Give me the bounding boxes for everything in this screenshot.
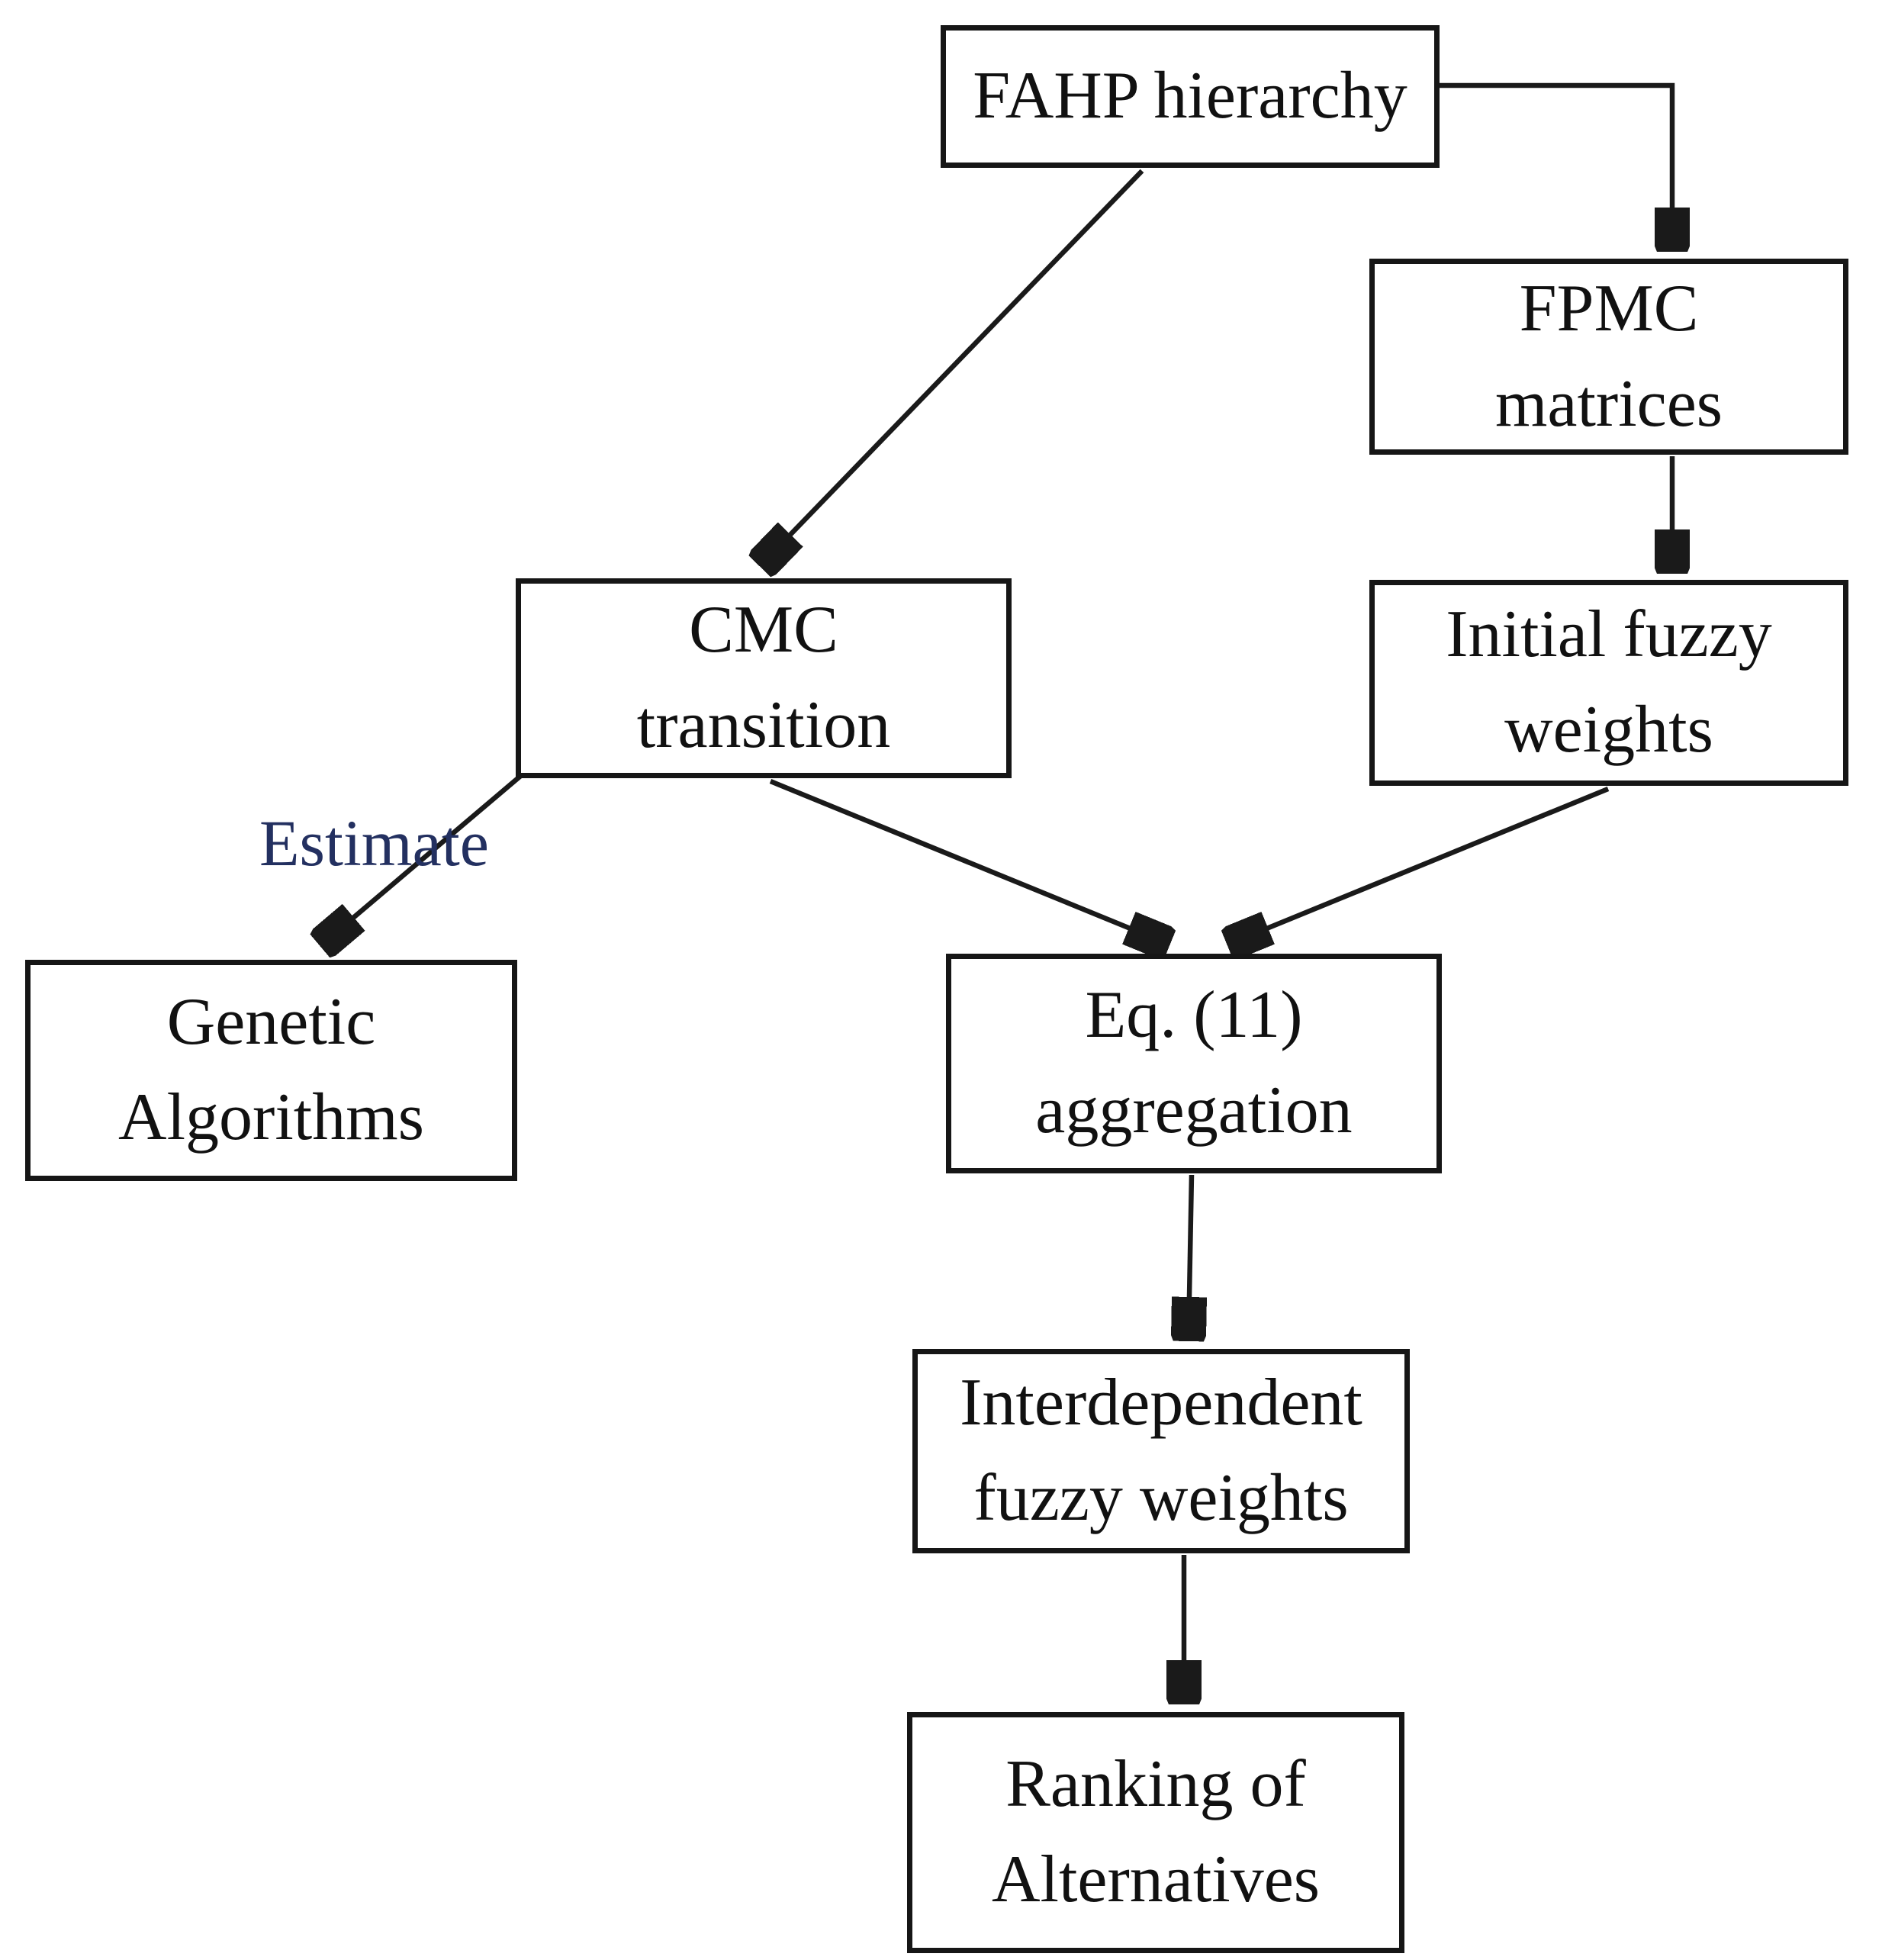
node-label: Interdependent: [960, 1366, 1362, 1440]
arrow-fahp-to-cmc: [763, 169, 1144, 563]
arrow-cmc-to-eq11: [769, 778, 1166, 943]
node-interdependent-fuzzy-weights: Interdependent fuzzy weights: [912, 1349, 1410, 1553]
arrow-cmc-to-genetic-algorithms: [323, 771, 526, 943]
node-label: fuzzy weights: [973, 1461, 1349, 1535]
arrow-fahp-to-fpmc: [1440, 82, 1672, 247]
node-label: Initial fuzzy: [1446, 597, 1772, 672]
node-label: Algorithms: [118, 1080, 424, 1154]
node-label: FAHP hierarchy: [973, 59, 1407, 134]
node-fpmc-matrices: FPMC matrices: [1369, 259, 1848, 455]
node-cmc-transition: CMC transition: [516, 578, 1012, 778]
node-label: weights: [1504, 693, 1713, 767]
arrow-initial-fuzzy-weights-to-eq11: [1231, 786, 1610, 943]
node-label: matrices: [1494, 366, 1723, 441]
node-genetic-algorithms: Genetic Algorithms: [25, 960, 517, 1181]
node-label: Alternatives: [991, 1843, 1321, 1917]
node-initial-fuzzy-weights: Initial fuzzy weights: [1369, 580, 1848, 786]
arrow-eq11-to-interdependent: [1189, 1174, 1192, 1337]
node-label: aggregation: [1035, 1073, 1353, 1147]
node-label: Genetic: [166, 985, 376, 1060]
node-label: CMC: [689, 593, 838, 668]
node-label: transition: [636, 688, 891, 762]
edge-label-estimate: Estimate: [259, 806, 489, 880]
node-label: FPMC: [1519, 271, 1699, 346]
node-label: Ranking of: [1005, 1747, 1306, 1822]
node-fahp-hierarchy: FAHP hierarchy: [941, 25, 1440, 168]
node-label: Eq. (11): [1085, 978, 1303, 1053]
node-ranking-of-alternatives: Ranking of Alternatives: [907, 1712, 1404, 1953]
node-eq11-aggregation: Eq. (11) aggregation: [946, 954, 1442, 1173]
